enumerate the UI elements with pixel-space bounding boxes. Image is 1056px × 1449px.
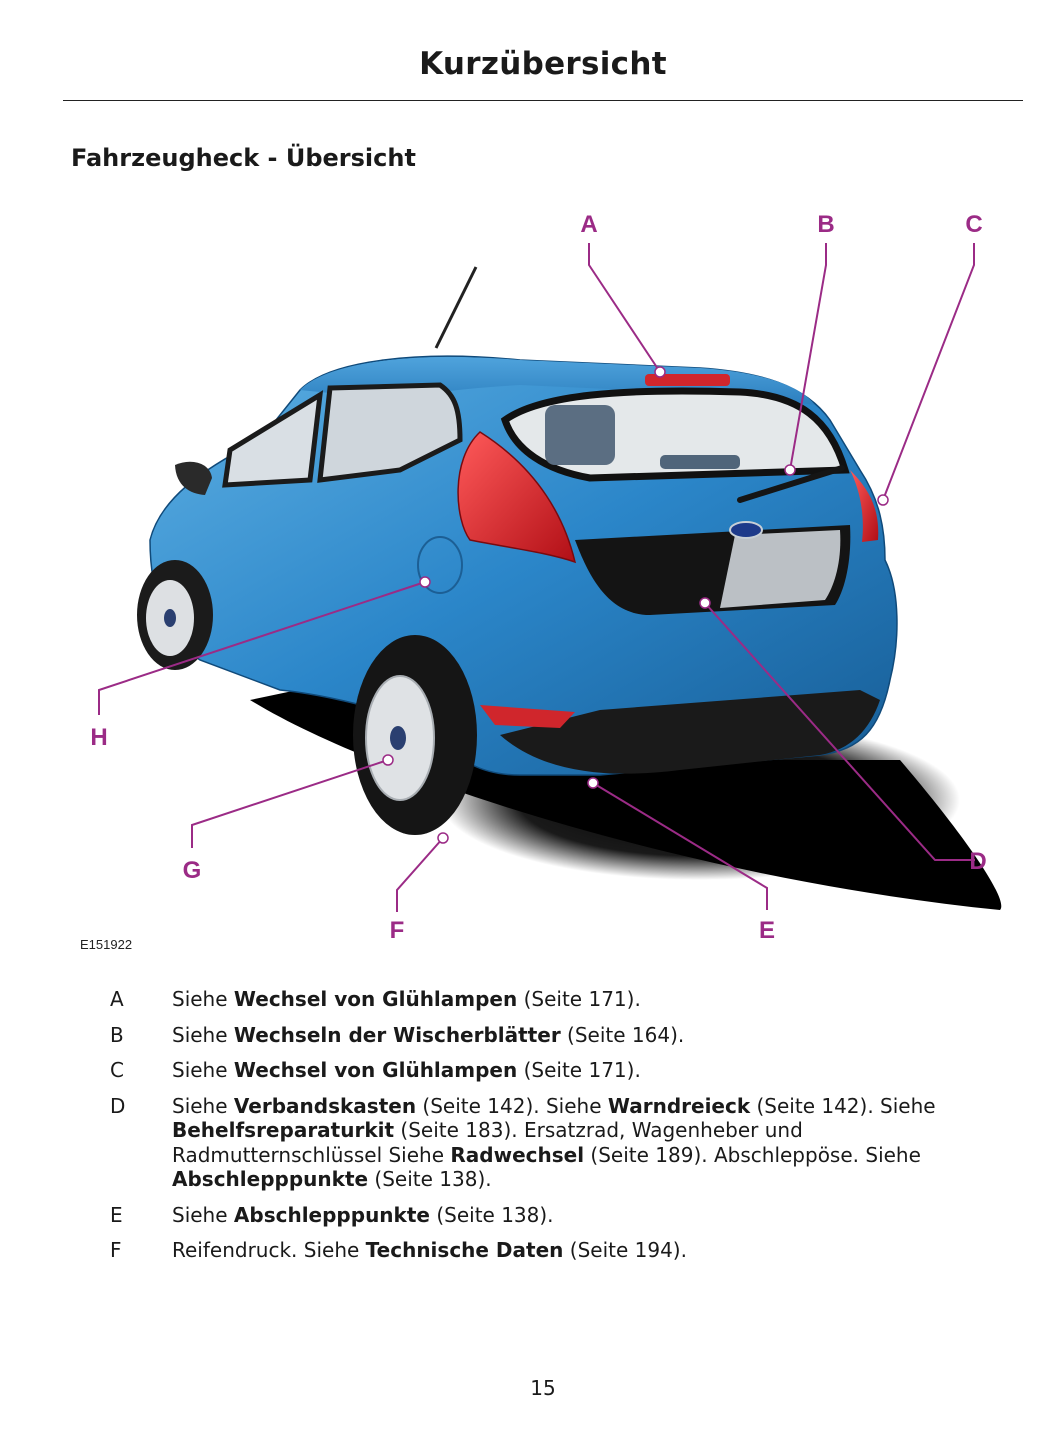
front-side-window [222, 390, 324, 488]
rear-wheel [353, 635, 477, 835]
tail-lamp-left [457, 431, 577, 564]
legend-text-fragment: (Seite 171). [517, 987, 641, 1011]
callout-label-a: A [580, 211, 597, 238]
legend-reference-title[interactable]: Radwechsel [450, 1142, 585, 1167]
side-mirror [175, 461, 212, 495]
figure-identifier: E151922 [80, 937, 133, 952]
legend-row: E Siehe Abschlepppunkte (Seite 138). [110, 1203, 1010, 1228]
legend-text: Reifendruck. Siehe Technische Daten (Sei… [172, 1238, 1010, 1263]
legend-text-fragment: Reifendruck. Siehe [172, 1238, 366, 1262]
header-divider [63, 100, 1023, 101]
legend-text-fragment: Siehe [172, 1022, 234, 1047]
legend-letter: F [110, 1238, 122, 1262]
legend-text-fragment: (Seite 171). [517, 1058, 641, 1082]
legend-text-fragment: (Seite 138). [368, 1167, 492, 1191]
section-title: Fahrzeugheck - Übersicht [71, 144, 416, 172]
legend-text-fragment: Siehe [172, 987, 234, 1011]
legend-reference-title[interactable]: Technische Daten [365, 1238, 564, 1262]
legend-letter: C [110, 1058, 124, 1082]
legend-letter: E [110, 1202, 123, 1227]
legend-letter: A [110, 987, 124, 1011]
rear-bumper-lower [500, 690, 880, 774]
legend-text-fragment: (Seite 164). [560, 1022, 685, 1047]
legend-text-fragment: (Seite 189). Abschleppöse. Siehe [584, 1142, 921, 1167]
legend-reference-title[interactable]: Wechsel von Glühlampen [233, 987, 518, 1011]
callout-label-b: B [817, 211, 834, 238]
rear-reflector [480, 705, 575, 728]
legend-reference-title[interactable]: Abschlepppunkte [172, 1167, 369, 1191]
rear-side-window [317, 382, 463, 483]
page-header-title: Kurzübersicht [419, 46, 667, 82]
callout-dots [382, 366, 889, 844]
callout-label-e: E [759, 917, 775, 944]
vehicle-rear-illustration: A B C D E F G H [60, 195, 1050, 965]
callout-label-h: H [90, 724, 107, 751]
legend-reference-title[interactable]: Verbandskasten [233, 1093, 417, 1118]
callout-lines [98, 243, 975, 912]
front-wheel [137, 560, 213, 670]
legend-text-fragment: Siehe [172, 1093, 234, 1118]
rear-wiper [737, 465, 845, 503]
legend-text: Siehe Abschlepppunkte (Seite 138). [172, 1203, 1010, 1228]
legend-reference-title[interactable]: Behelfsreparaturkit [172, 1118, 395, 1142]
legend-letter: B [110, 1022, 124, 1047]
legend-text-fragment: (Seite 142). Siehe [416, 1093, 608, 1118]
legend-reference-title[interactable]: Warndreieck [607, 1093, 751, 1118]
callout-label-f: F [390, 917, 405, 944]
legend-text: Siehe Wechsel von Glühlampen (Seite 171)… [172, 1058, 1010, 1083]
legend-row: F Reifendruck. Siehe Technische Daten (Se… [110, 1238, 1010, 1263]
legend-letter: D [110, 1093, 126, 1118]
legend-text-fragment: (Seite 142). Siehe [750, 1093, 936, 1118]
legend-text: Siehe Verbandskasten (Seite 142). Siehe … [172, 1094, 1010, 1192]
legend-row: D Siehe Verbandskasten (Seite 142). Siehe… [110, 1094, 1010, 1192]
antenna [434, 266, 478, 349]
third-brake-light [645, 374, 730, 386]
ford-badge [729, 521, 763, 539]
legend-text: Siehe Wechseln der Wischerblätter (Seite… [172, 1023, 1010, 1048]
legend-row: C Siehe Wechsel von Glühlampen (Seite 171… [110, 1058, 1010, 1083]
legend-text-fragment: (Seite 138). [429, 1202, 554, 1227]
callout-label-c: C [965, 211, 982, 238]
legend-text-fragment: Siehe [172, 1202, 234, 1227]
legend-reference-title[interactable]: Wechsel von Glühlampen [233, 1058, 518, 1082]
legend-text-fragment: (Seite 183). Ersatzrad, Wagenheber und R… [172, 1118, 803, 1167]
legend-row: A Siehe Wechsel von Glühlampen (Seite 171… [110, 987, 1010, 1012]
callout-label-d: D [969, 848, 986, 875]
legend-text-fragment: (Seite 194). [563, 1238, 687, 1262]
tail-lamp-right [850, 470, 879, 542]
callout-label-g: G [183, 857, 202, 884]
callout-legend: A Siehe Wechsel von Glühlampen (Seite 171… [110, 987, 1010, 1274]
legend-row: B Siehe Wechseln der Wischerblätter (Seit… [110, 1023, 1010, 1048]
legend-reference-title[interactable]: Wechseln der Wischerblätter [233, 1022, 561, 1047]
legend-reference-title[interactable]: Abschlepppunkte [233, 1202, 430, 1227]
legend-text: Siehe Wechsel von Glühlampen (Seite 171)… [172, 987, 1010, 1012]
legend-text-fragment: Siehe [172, 1058, 234, 1082]
page-number: 15 [530, 1376, 556, 1400]
